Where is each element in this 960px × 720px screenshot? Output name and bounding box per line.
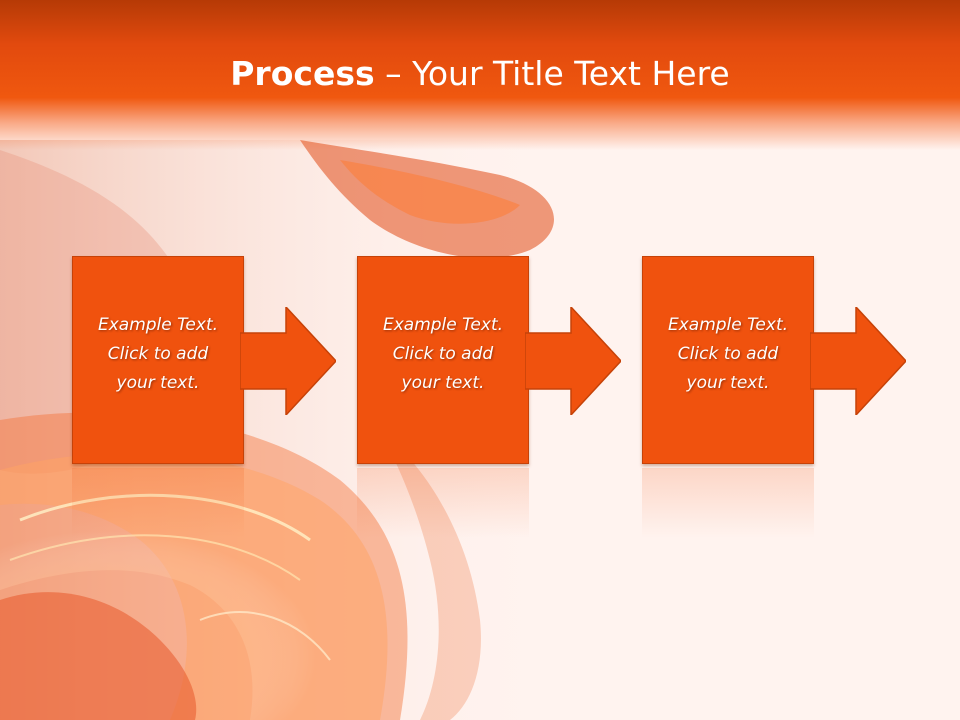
step-2-text[interactable]: Example Text. Click to add your text. <box>382 315 504 393</box>
title-rest-text: – Your Title Text Here <box>374 54 730 93</box>
process-step-3[interactable]: Example Text. Click to add your text. <box>642 256 906 466</box>
process-step-2[interactable]: Example Text. Click to add your text. <box>357 256 621 466</box>
step-2-reflection <box>357 468 529 538</box>
title-bold-text: Process <box>230 54 375 93</box>
process-step-1[interactable]: Example Text. Click to add your text. <box>72 256 336 466</box>
step-1-text[interactable]: Example Text. Click to add your text. <box>97 315 219 393</box>
right-arrow-icon <box>810 307 906 415</box>
slide-title[interactable]: Process – Your Title Text Here <box>0 54 960 94</box>
step-1-reflection <box>72 468 244 538</box>
right-arrow-icon <box>525 307 621 415</box>
step-3-text[interactable]: Example Text. Click to add your text. <box>667 315 789 393</box>
right-arrow-icon <box>240 307 336 415</box>
step-3-reflection <box>642 468 814 538</box>
